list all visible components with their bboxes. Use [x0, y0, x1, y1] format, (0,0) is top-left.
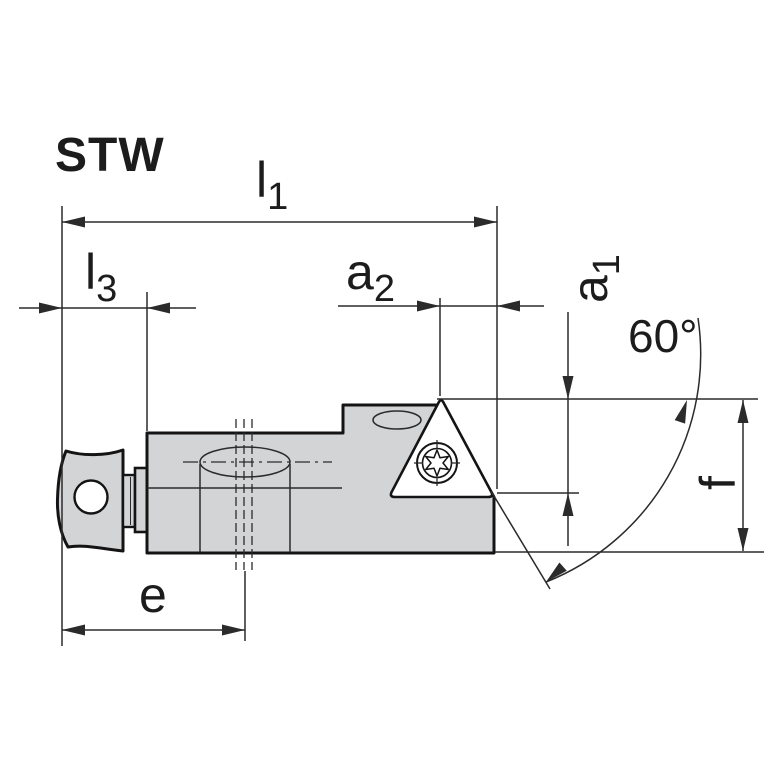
neck-groove: [121, 473, 137, 529]
label-e: e: [139, 567, 167, 623]
insert-edge-extension-line: [490, 490, 551, 590]
dimension-lines-group: [19, 206, 764, 646]
angle-arc-arrow-top: [674, 400, 687, 424]
a2-arrow-left: [417, 300, 440, 312]
a1-arrow-top: [562, 376, 574, 399]
f-arrow-top: [737, 400, 749, 423]
neck-collar: [133, 466, 149, 534]
label-a1: a1: [562, 254, 628, 303]
head-hole-ellipse: [372, 410, 422, 430]
drawing-title: STW: [55, 129, 165, 182]
l1-arrow-right: [474, 216, 497, 228]
l3-arrow-right: [147, 302, 170, 314]
f-arrow-bottom: [737, 528, 749, 551]
l1-arrow-left: [62, 216, 85, 228]
insert-group: [389, 398, 494, 499]
torx-screw-center-ticks: [414, 440, 460, 486]
angle-dimension-arc: [545, 317, 702, 583]
e-arrow-right: [222, 624, 245, 636]
label-angle-60: 60°: [628, 310, 698, 362]
knob-hole: [73, 479, 109, 515]
angle-arc-arrow-bottom: [546, 562, 567, 582]
label-l3: l3: [85, 244, 117, 310]
a1-arrow-bottom: [562, 493, 574, 516]
labels-group: STW l1 l3 a2 a1 60° f e: [55, 129, 746, 623]
l3-arrow-left: [39, 302, 62, 314]
label-f: f: [690, 476, 746, 490]
tool-body-group: [55, 403, 496, 570]
a2-arrow-right: [497, 300, 520, 312]
e-arrow-left: [62, 624, 85, 636]
label-a2: a2: [346, 244, 395, 310]
label-l1: l1: [256, 152, 288, 218]
torx-screw-star: [424, 449, 450, 477]
